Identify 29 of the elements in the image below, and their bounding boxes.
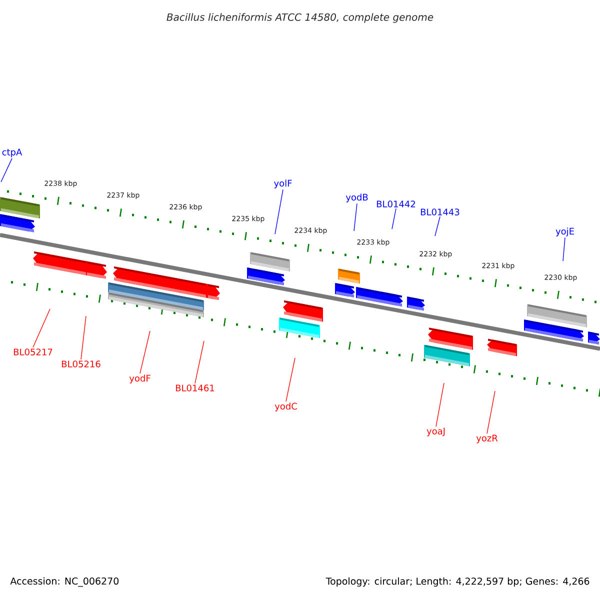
leader-line (486, 390, 496, 434)
leader-line (434, 216, 440, 236)
leader-line (274, 189, 284, 234)
footer-text: Topology: circular; Length: 4,222,597 bp; Genes: 4,266 (326, 577, 590, 587)
gene-label: BL01442 (376, 200, 415, 208)
gene-label: BL01443 (420, 208, 460, 216)
gene-label: BL01461 (176, 384, 214, 392)
gene-label: yolF (274, 180, 292, 188)
leader-line (0, 158, 12, 182)
gene-label: yozR (476, 434, 498, 444)
gene-label: yoaJ (426, 428, 445, 436)
gene-label: ctpA (2, 148, 22, 158)
leader-line (80, 316, 86, 360)
gene-label: BL05216 (62, 360, 100, 368)
leader-line (562, 237, 566, 262)
leader-line (32, 308, 50, 348)
title: Bacillus licheniformis ATCC 14580, complete genome (166, 13, 434, 23)
leader-line (436, 382, 444, 427)
footer-text: Accession: NC_006270 (10, 577, 119, 587)
leader-line (286, 358, 296, 402)
gene-label: BL05217 (14, 348, 52, 356)
leader-line (194, 340, 204, 384)
leader-line (354, 203, 358, 232)
leader-line (140, 330, 150, 374)
gene-label: yodF (129, 374, 150, 384)
leader-line (392, 208, 396, 230)
gene-label: yojE (556, 228, 574, 236)
gene-label: yodB (346, 194, 368, 202)
gene-label: yodC (274, 402, 297, 412)
